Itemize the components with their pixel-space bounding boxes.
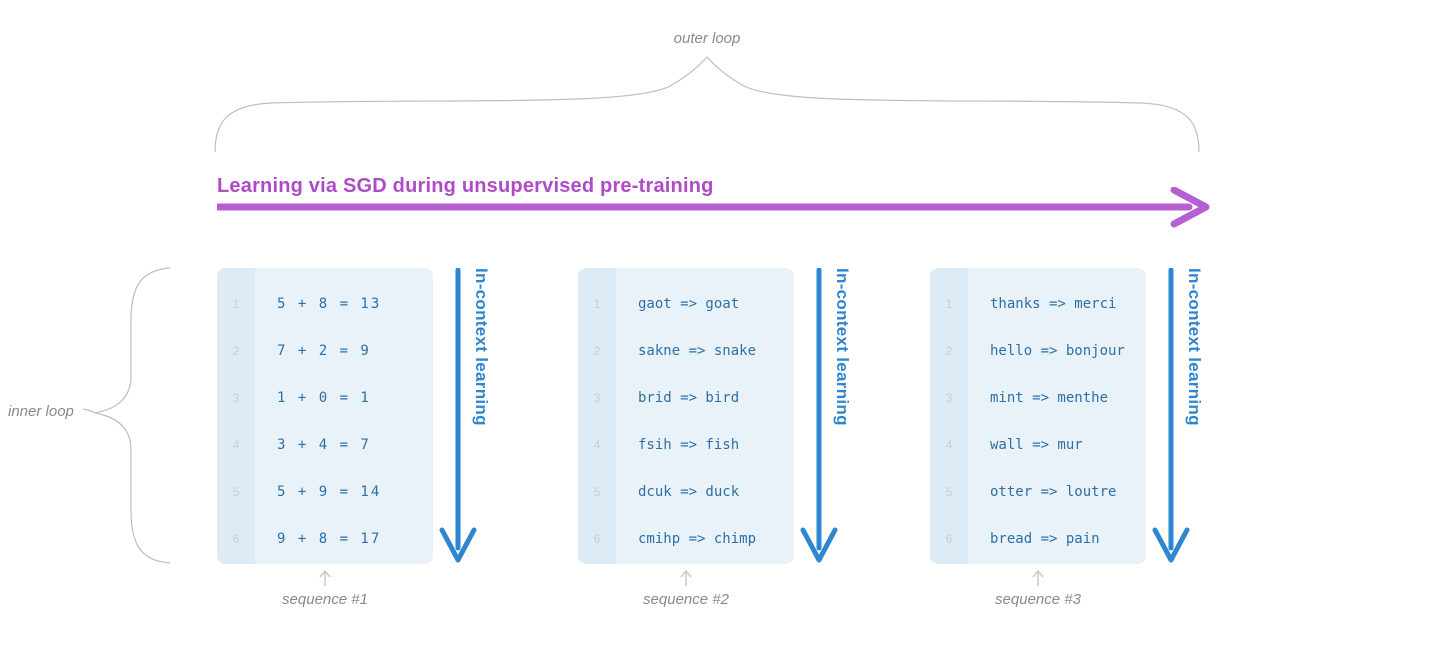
- sequence-panel-3: 1 2 3 4 5 6 thanks => merci hello => bon…: [930, 268, 1146, 564]
- sequence-line: wall => mur: [990, 436, 1083, 453]
- in-context-learning-label: In-context learning: [472, 268, 491, 426]
- sequence-pointer-icon: [1032, 569, 1044, 586]
- sequence-line: hello => bonjour: [990, 342, 1125, 359]
- line-number: 6: [945, 531, 953, 546]
- line-number: 1: [945, 296, 953, 311]
- sequence-line: 3 + 4 = 7: [277, 436, 371, 453]
- line-number: 3: [593, 390, 601, 405]
- sequence-line: 1 + 0 = 1: [277, 389, 371, 406]
- line-number: 2: [945, 343, 953, 358]
- line-number: 5: [945, 484, 953, 499]
- inner-loop-label: inner loop: [8, 403, 74, 420]
- sequence-line: bread => pain: [990, 530, 1100, 547]
- line-number-gutter: 1 2 3 4 5 6: [930, 268, 968, 564]
- line-number: 1: [232, 296, 240, 311]
- sequence-line: otter => loutre: [990, 483, 1117, 500]
- sequence-line: 5 + 9 = 14: [277, 483, 382, 500]
- sequence-caption-2: sequence #2: [578, 569, 794, 608]
- sequence-caption-label: sequence #3: [995, 591, 1081, 608]
- line-number: 6: [232, 531, 240, 546]
- sgd-pretraining-label: Learning via SGD during unsupervised pre…: [217, 175, 714, 197]
- sequence-caption-label: sequence #2: [643, 591, 729, 608]
- in-context-learning-2: In-context learning: [800, 268, 862, 568]
- in-context-learning-label: In-context learning: [833, 268, 852, 426]
- sequence-caption-3: sequence #3: [930, 569, 1146, 608]
- line-number-gutter: 1 2 3 4 5 6: [578, 268, 616, 564]
- line-number: 2: [232, 343, 240, 358]
- line-number-gutter: 1 2 3 4 5 6: [217, 268, 255, 564]
- sequence-pointer-icon: [680, 569, 692, 586]
- line-number: 4: [945, 437, 953, 452]
- sequence-line: fsih => fish: [638, 436, 740, 453]
- line-number: 4: [232, 437, 240, 452]
- line-number: 4: [593, 437, 601, 452]
- line-number: 6: [593, 531, 601, 546]
- sequence-panel-1: 1 2 3 4 5 6 5 + 8 = 13 7 + 2 = 9 1 + 0 =…: [217, 268, 433, 564]
- sequence-line: mint => menthe: [990, 389, 1109, 406]
- outer-loop-label: outer loop: [673, 30, 741, 47]
- sgd-arrow-icon: [217, 187, 1210, 228]
- sequence-caption-1: sequence #1: [217, 569, 433, 608]
- sequence-line: gaot => goat: [638, 295, 740, 312]
- in-context-arrow-icon: [800, 268, 838, 563]
- sequence-line: 9 + 8 = 17: [277, 530, 382, 547]
- line-number: 5: [232, 484, 240, 499]
- sequence-line: thanks => merci: [990, 295, 1117, 312]
- sequence-line: cmihp => chimp: [638, 530, 757, 547]
- sequence-panel-2: 1 2 3 4 5 6 gaot => goat sakne => snake …: [578, 268, 794, 564]
- sequence-line: 5 + 8 = 13: [277, 295, 382, 312]
- in-context-learning-1: In-context learning: [439, 268, 501, 568]
- sequence-line: 7 + 2 = 9: [277, 342, 371, 359]
- sequence-caption-label: sequence #1: [282, 591, 368, 608]
- in-context-arrow-icon: [439, 268, 477, 563]
- sequence-pointer-icon: [319, 569, 331, 586]
- inner-loop-brace: [83, 267, 171, 564]
- in-context-arrow-icon: [1152, 268, 1190, 563]
- sequence-line: sakne => snake: [638, 342, 757, 359]
- line-number: 1: [593, 296, 601, 311]
- line-number: 3: [945, 390, 953, 405]
- sequence-line: dcuk => duck: [638, 483, 740, 500]
- line-number: 3: [232, 390, 240, 405]
- line-number: 2: [593, 343, 601, 358]
- outer-loop-brace: [214, 56, 1200, 153]
- sequence-line: brid => bird: [638, 389, 740, 406]
- in-context-learning-label: In-context learning: [1185, 268, 1204, 426]
- line-number: 5: [593, 484, 601, 499]
- in-context-learning-3: In-context learning: [1152, 268, 1214, 568]
